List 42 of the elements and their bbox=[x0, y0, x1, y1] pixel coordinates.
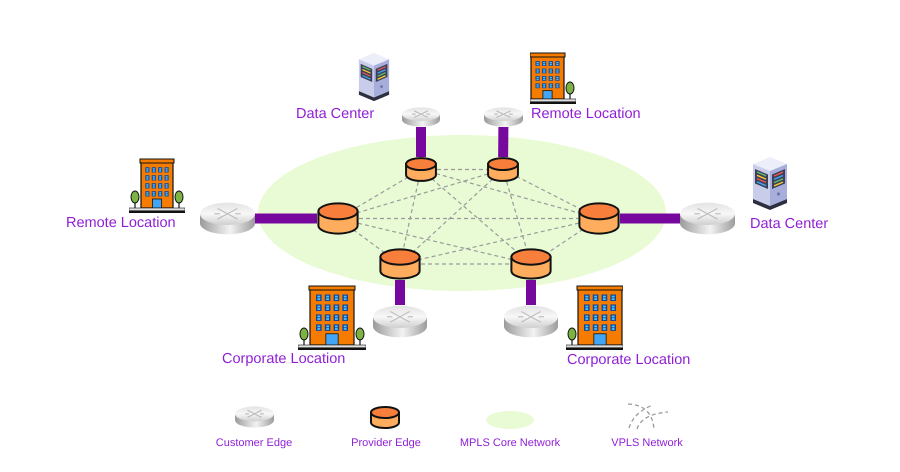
router-icon bbox=[680, 202, 735, 235]
dashed-line bbox=[420, 222, 579, 260]
dashed-line bbox=[357, 173, 488, 214]
dashed-line bbox=[506, 182, 527, 249]
dashed-line bbox=[436, 173, 580, 214]
cylinder-icon bbox=[510, 248, 552, 280]
cylinder-icon bbox=[578, 202, 620, 235]
dashed-line bbox=[516, 176, 582, 210]
connection-line bbox=[395, 280, 405, 305]
connection-line bbox=[498, 126, 508, 158]
router-icon bbox=[200, 202, 255, 235]
cylinder-icon bbox=[405, 157, 437, 182]
router-icon bbox=[402, 107, 440, 127]
dashed-line bbox=[359, 218, 578, 220]
dashed-line bbox=[421, 263, 510, 265]
dashed-line bbox=[413, 178, 494, 252]
cylinder-icon bbox=[317, 202, 359, 235]
location-label: Remote Location bbox=[531, 106, 641, 123]
legend-label: VPLS Network bbox=[611, 437, 683, 450]
location-label: Corporate Location bbox=[222, 351, 346, 368]
connection-line bbox=[620, 214, 680, 224]
connection-line bbox=[255, 214, 317, 224]
dashed-line bbox=[354, 176, 409, 210]
cylinder-icon bbox=[487, 157, 519, 182]
legend-label: Provider Edge bbox=[351, 437, 421, 450]
location-label: Remote Location bbox=[66, 215, 176, 232]
dashed-line bbox=[431, 178, 518, 252]
location-label: Corporate Location bbox=[567, 352, 690, 369]
router-icon bbox=[504, 305, 558, 338]
router-icon bbox=[484, 107, 523, 127]
connection-line bbox=[526, 280, 536, 305]
dashed-line bbox=[353, 229, 386, 254]
legend-label: MPLS Core Network bbox=[460, 437, 560, 450]
cylinder-icon bbox=[379, 248, 421, 280]
connection-line bbox=[416, 127, 426, 157]
router-icon bbox=[373, 305, 427, 338]
legend-label: Customer Edge bbox=[216, 437, 292, 450]
location-label: Data Center bbox=[296, 106, 374, 123]
dashed-line bbox=[437, 168, 487, 170]
dashed-line bbox=[402, 182, 419, 248]
location-label: Data Center bbox=[750, 216, 828, 233]
dashed-line bbox=[358, 222, 512, 260]
